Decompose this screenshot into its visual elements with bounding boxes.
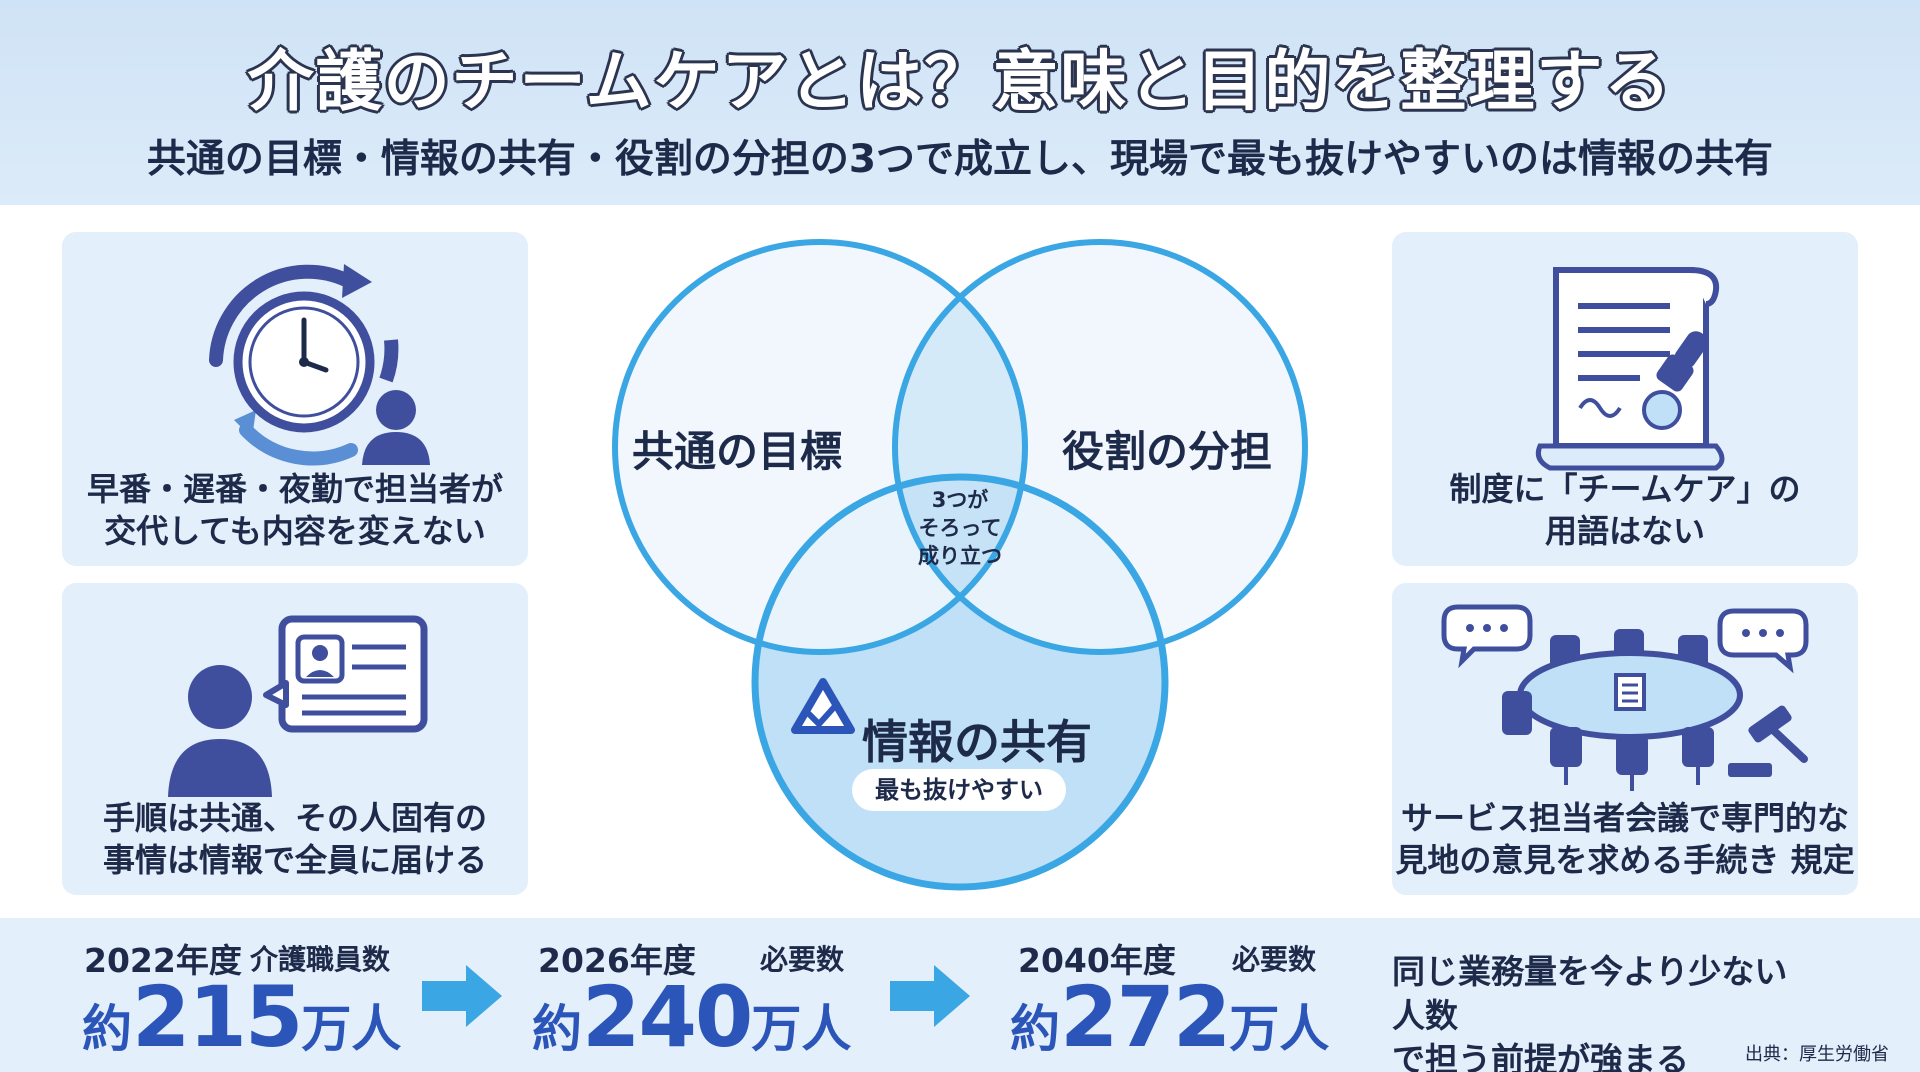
meeting-table-icon <box>1441 604 1809 791</box>
most-missed-badge: 最も抜けやすい <box>852 769 1066 811</box>
stat-1-year: 2022年度 <box>84 941 242 980</box>
header-banner <box>0 0 1920 205</box>
stat-3-value: 約272万人 <box>1010 968 1330 1066</box>
source-credit: 出典：厚生労働省 <box>1745 1044 1889 1065</box>
arrow-right-icon <box>422 965 502 1027</box>
clock-rotation-person-icon <box>209 264 430 466</box>
left-card-2-line1: 手順は共通、その人固有の <box>102 799 487 837</box>
stat-2-value: 約240万人 <box>532 968 852 1066</box>
right-card-service-meeting: サービス担当者会議で専門的な 見地の意見を求める手続き 規定 <box>1392 583 1858 895</box>
stat-2-label: 必要数 <box>760 943 845 976</box>
left-card-shift-handover: 早番・遅番・夜勤で担当者が 交代しても内容を変えない <box>62 232 528 566</box>
right-card-2-line1: サービス担当者会議で専門的な <box>1400 799 1849 837</box>
right-card-1-line2: 用語はない <box>1544 512 1705 550</box>
venn-label-common-goal: 共通の目標 <box>632 427 843 476</box>
stat-2-year: 2026年度 <box>538 941 696 980</box>
stat-1-label: 介護職員数 <box>250 943 391 976</box>
check-triangle-icon <box>791 678 855 734</box>
venn-center-text: 3つが そろって 成り立つ <box>918 488 1002 568</box>
person-profile-card-icon <box>168 615 428 797</box>
right-card-no-term: 制度に「チームケア」の 用語はない <box>1392 232 1858 566</box>
left-card-1-line1: 早番・遅番・夜勤で担当者が <box>86 470 503 508</box>
page-title: 介護のチームケアとは？意味と目的を整理する <box>247 43 1673 120</box>
stat-1-value: 約215万人 <box>82 968 402 1066</box>
venn-label-info-sharing: 情報の共有 <box>862 715 1092 769</box>
page-subtitle: 共通の目標・情報の共有・役割の分担の3つで成立し、現場で最も抜けやすいのは情報の… <box>146 137 1774 182</box>
right-card-2-line2: 見地の意見を求める手続き 規定 <box>1395 841 1855 879</box>
stat-3-year: 2040年度 <box>1018 941 1176 980</box>
left-card-shared-info: 手順は共通、その人固有の 事情は情報で全員に届ける <box>62 583 528 895</box>
right-card-1-line1: 制度に「チームケア」の <box>1449 470 1801 508</box>
left-card-1-line2: 交代しても内容を変えない <box>104 512 486 550</box>
venn-label-role-division: 役割の分担 <box>1062 427 1273 476</box>
document-stamp-icon <box>1535 267 1725 471</box>
stat-3-label: 必要数 <box>1232 943 1317 976</box>
left-card-2-line2: 事情は情報で全員に届ける <box>102 841 487 879</box>
conclusion-text: 同じ業務量を今より少ない人数 で担う前提が強まる <box>1392 952 1788 1072</box>
arrow-right-icon <box>890 965 970 1027</box>
